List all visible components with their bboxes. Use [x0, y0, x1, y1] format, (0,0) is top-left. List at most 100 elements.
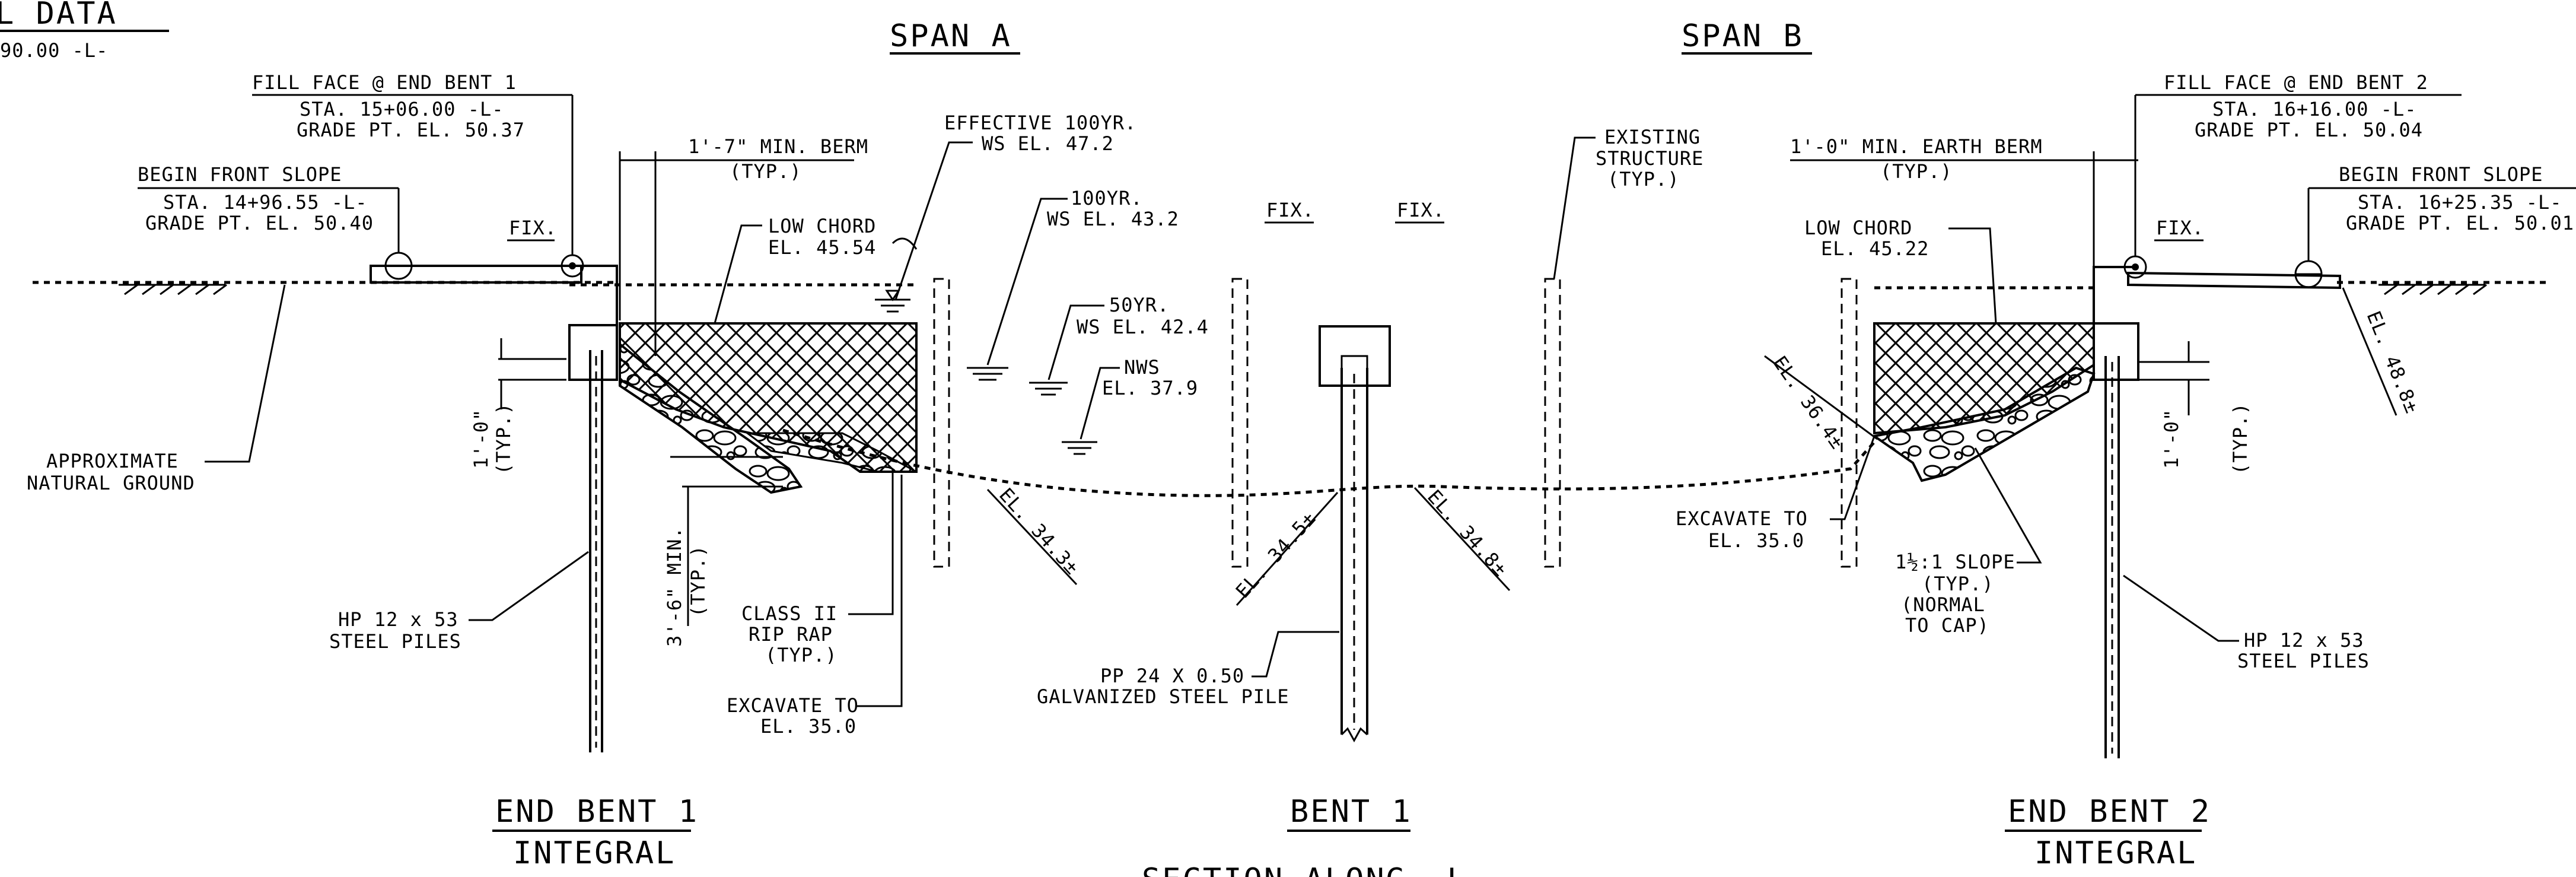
eb2-excavate-leader	[1830, 436, 1876, 520]
eb1-ground-label-1: APPROXIMATE	[46, 450, 179, 472]
eb1-fill-face-title: FILL FACE @ END BENT 1	[252, 71, 517, 94]
eb2-label-1: END BENT 2	[2008, 794, 2211, 830]
water-effective-2: WS EL. 47.2	[982, 132, 1114, 155]
eb1-dim-1ft	[498, 338, 566, 409]
eb1-excavate-leader	[857, 475, 903, 707]
eb1-dim-1ft-text: 1'-0"	[470, 409, 492, 469]
eb2-piles-1: HP 12 x 53	[2244, 629, 2364, 652]
eb2-low-chord-2: EL. 45.22	[1821, 237, 1929, 260]
eb1-excavate-1: EXCAVATE TO	[727, 694, 859, 717]
eb1-front-slope-grade: GRADE PT. EL. 50.40	[145, 212, 374, 234]
eb2-front-slope-sta: STA. 16+25.35 -L-	[2358, 191, 2562, 214]
ground-hatch-left	[119, 284, 227, 295]
bent1-label: BENT 1	[1290, 794, 1412, 830]
bent1-pile-leader	[1252, 631, 1339, 678]
eb1-low-chord-1: LOW CHORD	[768, 215, 876, 237]
bent1-el-345: EL. 34.5±	[1231, 507, 1320, 602]
eb1-ground-leader	[205, 284, 286, 463]
bent1-el-348: EL. 34.8±	[1423, 485, 1512, 581]
eb1-berm-depth-typ: (TYP.)	[687, 545, 709, 617]
eb1-ground-label-2: NATURAL GROUND	[27, 472, 195, 494]
water-effective-leader	[894, 141, 973, 300]
eb1-berm-depth-1: 3'-6" MIN.	[663, 526, 686, 647]
eb2-excavate-1: EXCAVATE TO	[1676, 507, 1808, 530]
bent1-fix-right: FIX.	[1397, 199, 1445, 221]
bent1-pile-1: PP 24 X 0.50	[1100, 665, 1244, 687]
section-title: SECTION ALONG -L-	[1142, 862, 1488, 877]
eb2-label-2: INTEGRAL	[2034, 835, 2197, 871]
eb1-riprap-2: RIP RAP	[749, 623, 833, 646]
ground-hatch-right	[2378, 284, 2487, 295]
eb1-fill-face-grade: GRADE PT. EL. 50.37	[297, 119, 525, 141]
existing-structure-1: EXISTING	[1604, 126, 1701, 148]
existing-structure-leader	[1553, 136, 1596, 279]
eb2-fill-face-grade: GRADE PT. EL. 50.04	[2195, 119, 2423, 141]
eb2-low-chord-1: LOW CHORD	[1804, 217, 1912, 239]
eb2-el-364-leader	[1764, 355, 1878, 440]
eb2-slope-4: TO CAP)	[1905, 614, 1989, 637]
bent1-el-348-leader	[1413, 487, 1511, 592]
eb2-slope-1: 1½:1 SLOPE	[1895, 551, 2015, 573]
eb1-fix-label: FIX.	[509, 217, 557, 239]
eb2-dim-1ft-text: 1'-0"	[2160, 409, 2183, 469]
eb2-slope-leader	[1974, 447, 2042, 564]
eb2-low-chord-leader	[1948, 227, 1997, 324]
water-100yr-1: 100YR.	[1071, 187, 1143, 209]
eb1-dim-berm-depth	[670, 456, 783, 626]
bent1-el-345-leader	[1236, 491, 1339, 606]
water-100yr-leader	[986, 198, 1068, 366]
bent1-el-343-leader	[986, 488, 1078, 586]
eb1-piles-1: HP 12 x 53	[338, 608, 458, 631]
eb2-berm-title: 1'-0" MIN. EARTH BERM	[1790, 135, 2043, 158]
eb1-fill-face-sta: STA. 15+06.00 -L-	[300, 98, 504, 120]
eb1-riprap-leader	[848, 469, 894, 615]
eb2-dim-1ft	[2138, 341, 2209, 415]
eb1-label-1: END BENT 1	[495, 794, 699, 830]
eb2-slope-3: (NORMAL	[1901, 593, 1985, 616]
eb2-front-slope-grade: GRADE PT. EL. 50.01	[2346, 212, 2574, 234]
eb2-el-488: EL. 48.8±	[2362, 308, 2424, 417]
bent1-fix-left: FIX.	[1266, 199, 1314, 221]
existing-structure-3: (TYP.)	[1607, 168, 1680, 190]
eb2-fill-face-sta: STA. 16+16.00 -L-	[2212, 98, 2417, 120]
span-a-label: SPAN A	[890, 18, 1012, 54]
station-fragment: 90.00 -L-	[0, 39, 108, 62]
water-nws-leader	[1080, 367, 1120, 440]
bent1-el-343: EL. 34.3±	[995, 484, 1084, 579]
eb1-low-chord-2: EL. 45.54	[768, 236, 876, 259]
eb2-fix-label: FIX.	[2156, 217, 2204, 239]
eb2-front-slope-title: BEGIN FRONT SLOPE	[2339, 163, 2543, 186]
eb1-piles-leader	[469, 551, 589, 621]
water-50yr-1: 50YR.	[1109, 294, 1169, 316]
eb1-label-2: INTEGRAL	[513, 835, 676, 871]
existing-structure-2: STRUCTURE	[1596, 147, 1703, 170]
end-bent-2-structure	[1871, 255, 2341, 758]
eb2-piles-2: STEEL PILES	[2237, 650, 2370, 672]
water-nws-1: NWS	[1124, 356, 1160, 379]
eb1-berm-title: 1'-7" MIN. BERM	[688, 135, 868, 158]
eb2-el-488-leader	[2342, 287, 2397, 416]
eb2-excavate-2: EL. 35.0	[1708, 529, 1804, 552]
water-50yr-2: WS EL. 42.4	[1077, 316, 1209, 338]
eb2-fill-face-title: FILL FACE @ END BENT 2	[2164, 71, 2428, 94]
eb1-excavate-2: EL. 35.0	[760, 715, 856, 738]
eb1-dim-1ft-typ: (TYP.)	[492, 402, 515, 475]
eb1-piles-2: STEEL PILES	[329, 630, 461, 653]
end-bent-1-structure	[370, 252, 918, 752]
eb2-piles-leader	[2123, 574, 2239, 642]
data-title: L DATA	[0, 0, 117, 31]
bent1-pile-2: GALVANIZED STEEL PILE	[1037, 685, 1289, 708]
eb2-dim-1ft-typ: (TYP.)	[2229, 402, 2252, 475]
span-b-label: SPAN B	[1682, 18, 1804, 54]
eb1-berm-typ: (TYP.)	[730, 160, 802, 183]
water-50yr-leader	[1047, 304, 1104, 380]
bent-1-structure	[1319, 325, 1391, 743]
eb1-front-slope-title: BEGIN FRONT SLOPE	[138, 163, 342, 186]
eb2-slope-2: (TYP.)	[1922, 573, 1994, 595]
water-nws-2: EL. 37.9	[1102, 377, 1198, 399]
channel-bottom-profile	[782, 428, 1876, 497]
eb1-low-chord-leader	[714, 224, 762, 324]
eb2-berm-typ: (TYP.)	[1880, 160, 1953, 183]
